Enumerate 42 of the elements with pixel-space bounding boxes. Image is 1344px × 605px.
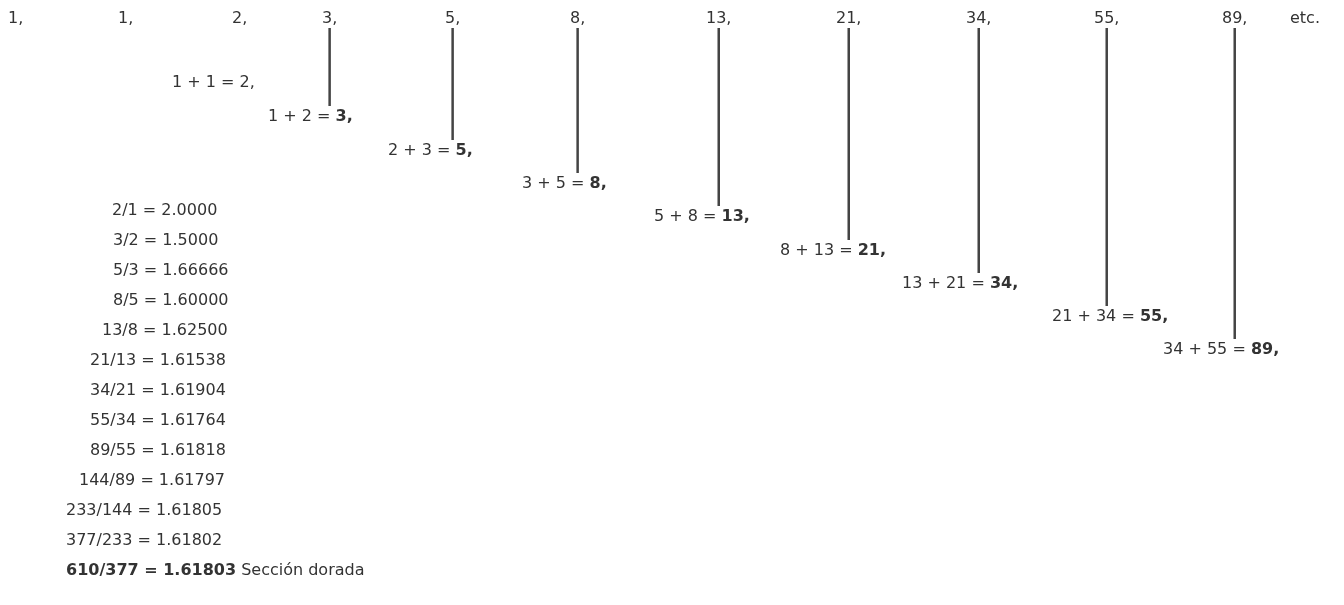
sequence-number: 13, — [706, 8, 732, 28]
sum-equation: 1 + 1 = 2, — [172, 72, 255, 92]
ratio-equation: 233/144 = 1.61805 — [66, 500, 223, 520]
connector-line — [1105, 28, 1108, 306]
connector-line — [977, 28, 980, 273]
sum-equation: 13 + 21 = 34, — [902, 273, 1019, 293]
connector-line — [328, 28, 331, 106]
ratio-equation: 5/3 = 1.66666 — [113, 260, 229, 280]
ratio-equation: 89/55 = 1.61818 — [90, 440, 226, 460]
connector-line — [717, 28, 720, 206]
connector-line — [451, 28, 454, 140]
ratio-equation: 21/13 = 1.61538 — [90, 350, 226, 370]
sequence-number: 34, — [966, 8, 992, 28]
ratio-equation: 377/233 = 1.61802 — [66, 530, 223, 550]
sum-equation: 34 + 55 = 89, — [1163, 339, 1280, 359]
sequence-number: 1, — [118, 8, 134, 28]
ratio-equation: 8/5 = 1.60000 — [113, 290, 229, 310]
ratio-equation: 34/21 = 1.61904 — [90, 380, 226, 400]
sequence-number: 89, — [1222, 8, 1248, 28]
connector-line — [576, 28, 579, 173]
ratio-equation: 13/8 = 1.62500 — [102, 320, 228, 340]
ratio-equation: 610/377 = 1.61803 Sección dorada — [66, 560, 365, 580]
sum-equation: 21 + 34 = 55, — [1052, 306, 1169, 326]
sequence-number: 1, — [8, 8, 24, 28]
ratio-equation: 144/89 = 1.61797 — [79, 470, 226, 490]
connector-line — [1233, 28, 1236, 339]
sequence-number: 8, — [570, 8, 586, 28]
ratio-equation: 2/1 = 2.0000 — [112, 200, 218, 220]
sequence-number: 3, — [322, 8, 338, 28]
connector-line — [847, 28, 850, 240]
sequence-number: 5, — [445, 8, 461, 28]
sequence-number: 21, — [836, 8, 862, 28]
sum-equation: 3 + 5 = 8, — [522, 173, 607, 193]
ratio-equation: 3/2 = 1.5000 — [113, 230, 219, 250]
sum-equation: 5 + 8 = 13, — [654, 206, 750, 226]
sum-equation: 2 + 3 = 5, — [388, 140, 473, 160]
sum-equation: 1 + 2 = 3, — [268, 106, 353, 126]
ratio-equation: 55/34 = 1.61764 — [90, 410, 226, 430]
sequence-number: 2, — [232, 8, 248, 28]
sum-equation: 8 + 13 = 21, — [780, 240, 887, 260]
continuation-note: etc. — [1290, 8, 1320, 28]
sequence-number: 55, — [1094, 8, 1120, 28]
